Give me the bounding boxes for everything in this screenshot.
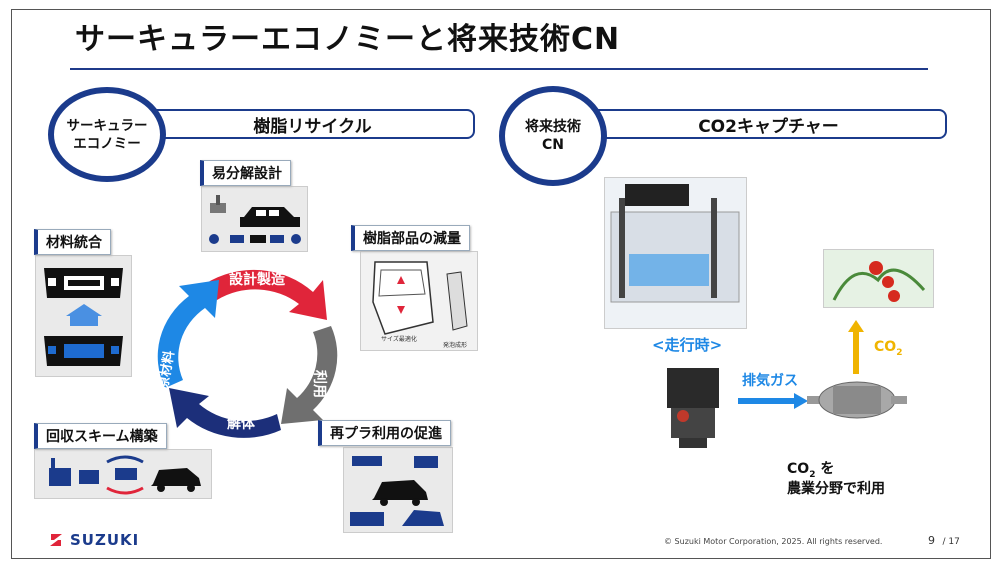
slide-frame — [11, 9, 991, 559]
page-number: 9 / 17 — [928, 534, 960, 547]
co2-usage-line2: 農業分野で利用 — [787, 481, 885, 497]
cycle-label-dismantle: 解体 — [227, 415, 256, 432]
item-label-easy-disassembly: 易分解設計 — [200, 160, 291, 186]
usage-co2-text: CO — [787, 461, 810, 477]
door-panel-icon — [372, 261, 468, 335]
tomato-plant-icon — [832, 261, 926, 302]
copyright-text: © Suzuki Motor Corporation, 2025. All ri… — [664, 537, 883, 546]
co2-subscript: 2 — [896, 347, 903, 358]
co2-text: CO — [874, 339, 897, 355]
recycled-plastic-image — [343, 447, 453, 533]
cycle-arrow-recycle — [157, 280, 219, 388]
cycle-arrow-dismantle — [169, 388, 281, 438]
brand-name: SUZUKI — [70, 531, 140, 549]
cycle-arrow-design — [205, 269, 327, 320]
usage-co2-subscript: 2 — [809, 469, 816, 480]
truck-bed-capture-icon — [610, 184, 740, 303]
total-pages: / 17 — [942, 537, 960, 547]
engine-image — [659, 360, 727, 452]
running-label: <走行時> — [652, 336, 723, 354]
section-bar-label: 樹脂リサイクル — [253, 116, 372, 137]
capture-device-icon — [807, 381, 907, 419]
exhaust-arrow-icon — [738, 393, 808, 409]
truck-capture-image — [604, 177, 747, 329]
cycle-label-design: 設計製造 — [229, 271, 285, 288]
section-circle-circular-economy: サーキュラー エコノミー — [48, 87, 166, 182]
cycle-label-raw: 原材料 — [155, 349, 178, 390]
suzuki-s-logo-icon — [50, 534, 62, 546]
cycle-arrow-use — [281, 326, 338, 424]
easy-disassembly-image — [201, 186, 308, 252]
co2-label: CO2 — [874, 339, 902, 358]
title-underline — [70, 68, 928, 70]
item-label-material-integration: 材料統合 — [34, 229, 111, 255]
co2-up-arrow-icon — [848, 320, 864, 374]
slide-title: サーキュラーエコノミーと将来技術CN — [75, 22, 621, 57]
co2-usage-line1: CO2 を — [787, 458, 834, 480]
engine-icon — [667, 368, 719, 448]
section-bar-resin-recycle: 樹脂リサイクル — [150, 109, 475, 139]
item-label-resin-reduction: 樹脂部品の減量 — [351, 225, 470, 251]
usage-wo-text: を — [815, 461, 835, 477]
cycle-label-use: 利用 — [311, 370, 328, 398]
suzuki-logo: SUZUKI — [48, 531, 139, 549]
exhaust-label: 排気ガス — [742, 373, 798, 389]
section-bar-label: CO2キャプチャー — [698, 116, 839, 137]
collection-scheme-image — [34, 449, 212, 499]
recycle-cycle-diagram: 設計製造 利用 解体 原材料 リサイクル — [155, 269, 338, 438]
material-integration-image — [35, 255, 132, 377]
item-label-recycled-plastic: 再プラ利用の促進 — [318, 420, 451, 446]
door-caption-size: サイズ最適化 — [381, 336, 417, 343]
robot-car-icon — [209, 195, 301, 244]
section-bar-co2-capture: CO2キャプチャー — [590, 109, 947, 139]
current-page: 9 — [928, 534, 935, 547]
bumper-integration-icon — [44, 268, 123, 366]
factory-car-cycle-icon — [49, 455, 201, 495]
item-label-collection-scheme: 回収スキーム構築 — [34, 423, 167, 449]
greenhouse-tomato-image — [823, 249, 934, 308]
door-caption-foam: 発泡成形 — [443, 342, 468, 349]
section-circle-future-cn: 将来技術 CN — [499, 86, 607, 186]
car-parts-icon — [350, 456, 444, 526]
resin-reduction-image: サイズ最適化 発泡成形 — [360, 251, 478, 351]
catalyst-capture-image — [807, 378, 907, 426]
